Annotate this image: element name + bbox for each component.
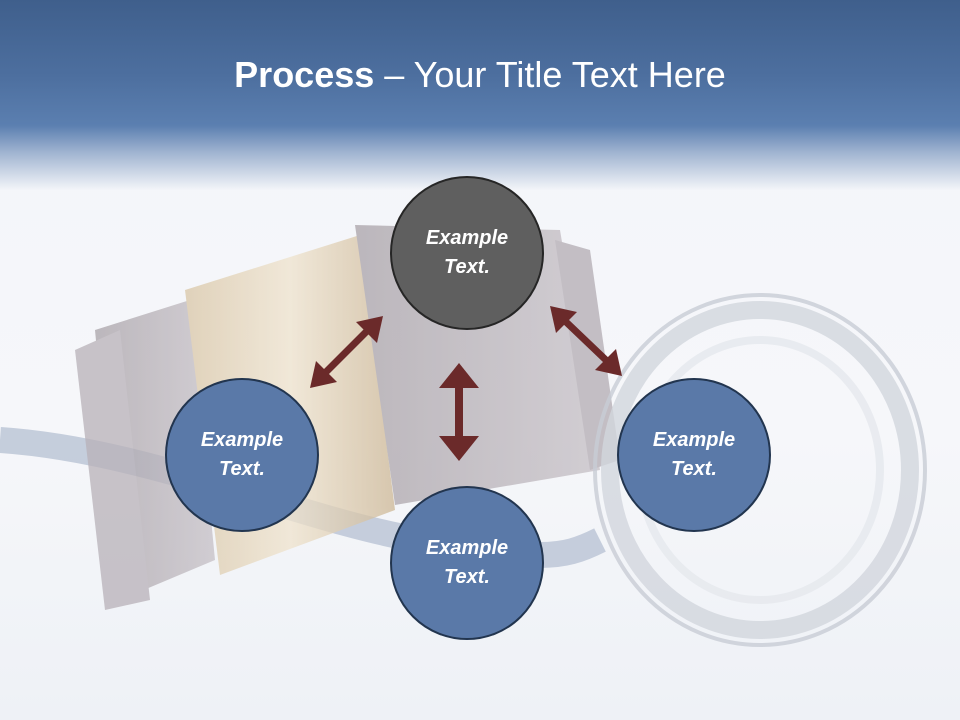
title-rest-part: – Your Title Text Here xyxy=(374,54,726,95)
title-bold-part: Process xyxy=(234,54,375,95)
node-text-line1: Example xyxy=(200,429,284,451)
node-text-line2: Text. xyxy=(219,458,265,480)
double-arrow-vertical xyxy=(439,363,479,461)
slide-title: Process – Your Title Text Here xyxy=(0,52,960,98)
process-node-right: Example Text. xyxy=(617,378,771,532)
double-arrow-left xyxy=(310,316,383,388)
node-text-line2: Text. xyxy=(444,566,490,588)
process-node-bottom: Example Text. xyxy=(390,486,544,640)
double-arrow-right xyxy=(550,306,622,376)
node-text-line1: Example xyxy=(425,537,509,559)
node-text-line1: Example xyxy=(425,227,509,249)
header-band xyxy=(0,0,960,190)
process-node-left: Example Text. xyxy=(165,378,319,532)
node-text-line2: Text. xyxy=(444,256,490,278)
node-text-line2: Text. xyxy=(671,458,717,480)
process-node-top: Example Text. xyxy=(390,176,544,330)
node-text-line1: Example xyxy=(652,429,736,451)
